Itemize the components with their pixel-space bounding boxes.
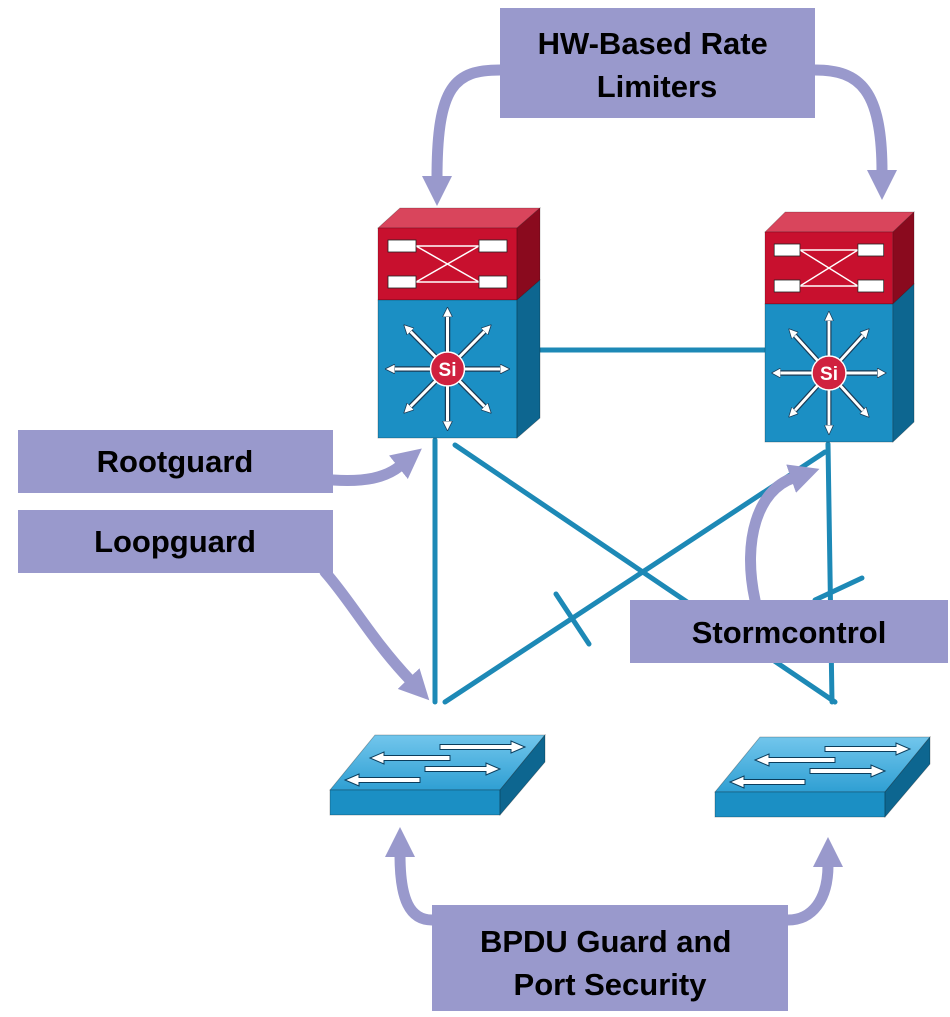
access-switch-right	[714, 736, 931, 818]
callout-label: Loopguard	[94, 524, 256, 559]
callout-rootguard: Rootguard	[18, 430, 333, 493]
callout-box	[18, 430, 333, 493]
blocked-port-marker	[553, 591, 592, 647]
distribution-switch-left: Si	[378, 208, 540, 438]
callout-stormcontrol: Stormcontrol	[630, 600, 948, 663]
hw-rate-limiter-arrow-right	[809, 64, 897, 200]
callout-label: BPDU Guard and Port Security	[480, 924, 740, 1002]
si-badge	[429, 351, 466, 387]
access-switch-left	[329, 734, 546, 816]
callout-arrows	[319, 64, 897, 926]
workgroup-switch-icon	[329, 734, 546, 816]
workgroup-switch-icon	[714, 736, 931, 818]
callout-box	[500, 8, 815, 118]
si-badge-label: Si	[820, 364, 838, 385]
callout-loopguard: Loopguard	[18, 510, 333, 573]
callout-label-line: Port Security	[514, 967, 708, 1002]
link-right-core-to-right-access	[825, 441, 835, 705]
callout-label-line: Limiters	[597, 69, 718, 104]
network-links	[432, 347, 865, 705]
callout-label-line: HW-Based Rate	[538, 26, 768, 61]
callout-label: Stormcontrol	[692, 615, 887, 650]
callout-hw-rate-limiters: HW-Based Rate Limiters	[500, 8, 815, 118]
bpdu-guard-arrow-right	[782, 837, 843, 926]
si-badge-label: Si	[439, 360, 457, 381]
callout-box	[18, 510, 333, 573]
callout-label: HW-Based Rate Limiters	[538, 26, 777, 104]
callout-label: Rootguard	[97, 444, 254, 479]
callout-box	[432, 905, 788, 1011]
multilayer-switch-icon	[765, 212, 914, 442]
callout-bpdu-guard: BPDU Guard and Port Security	[432, 905, 788, 1011]
blocked-port-marker	[812, 575, 865, 603]
callout-label-line: BPDU Guard and	[480, 924, 731, 959]
multilayer-switch-icon	[378, 208, 540, 438]
hw-rate-limiter-arrow-left	[422, 64, 506, 206]
bpdu-guard-arrow-left	[385, 827, 438, 926]
callout-box	[630, 600, 948, 663]
stormcontrol-arrow	[745, 464, 820, 606]
link-right-core-to-left-access	[442, 449, 828, 705]
distribution-switch-right: Si	[765, 212, 914, 442]
loopguard-arrow	[319, 566, 430, 701]
rootguard-arrow	[327, 448, 422, 486]
si-badge	[811, 355, 847, 391]
